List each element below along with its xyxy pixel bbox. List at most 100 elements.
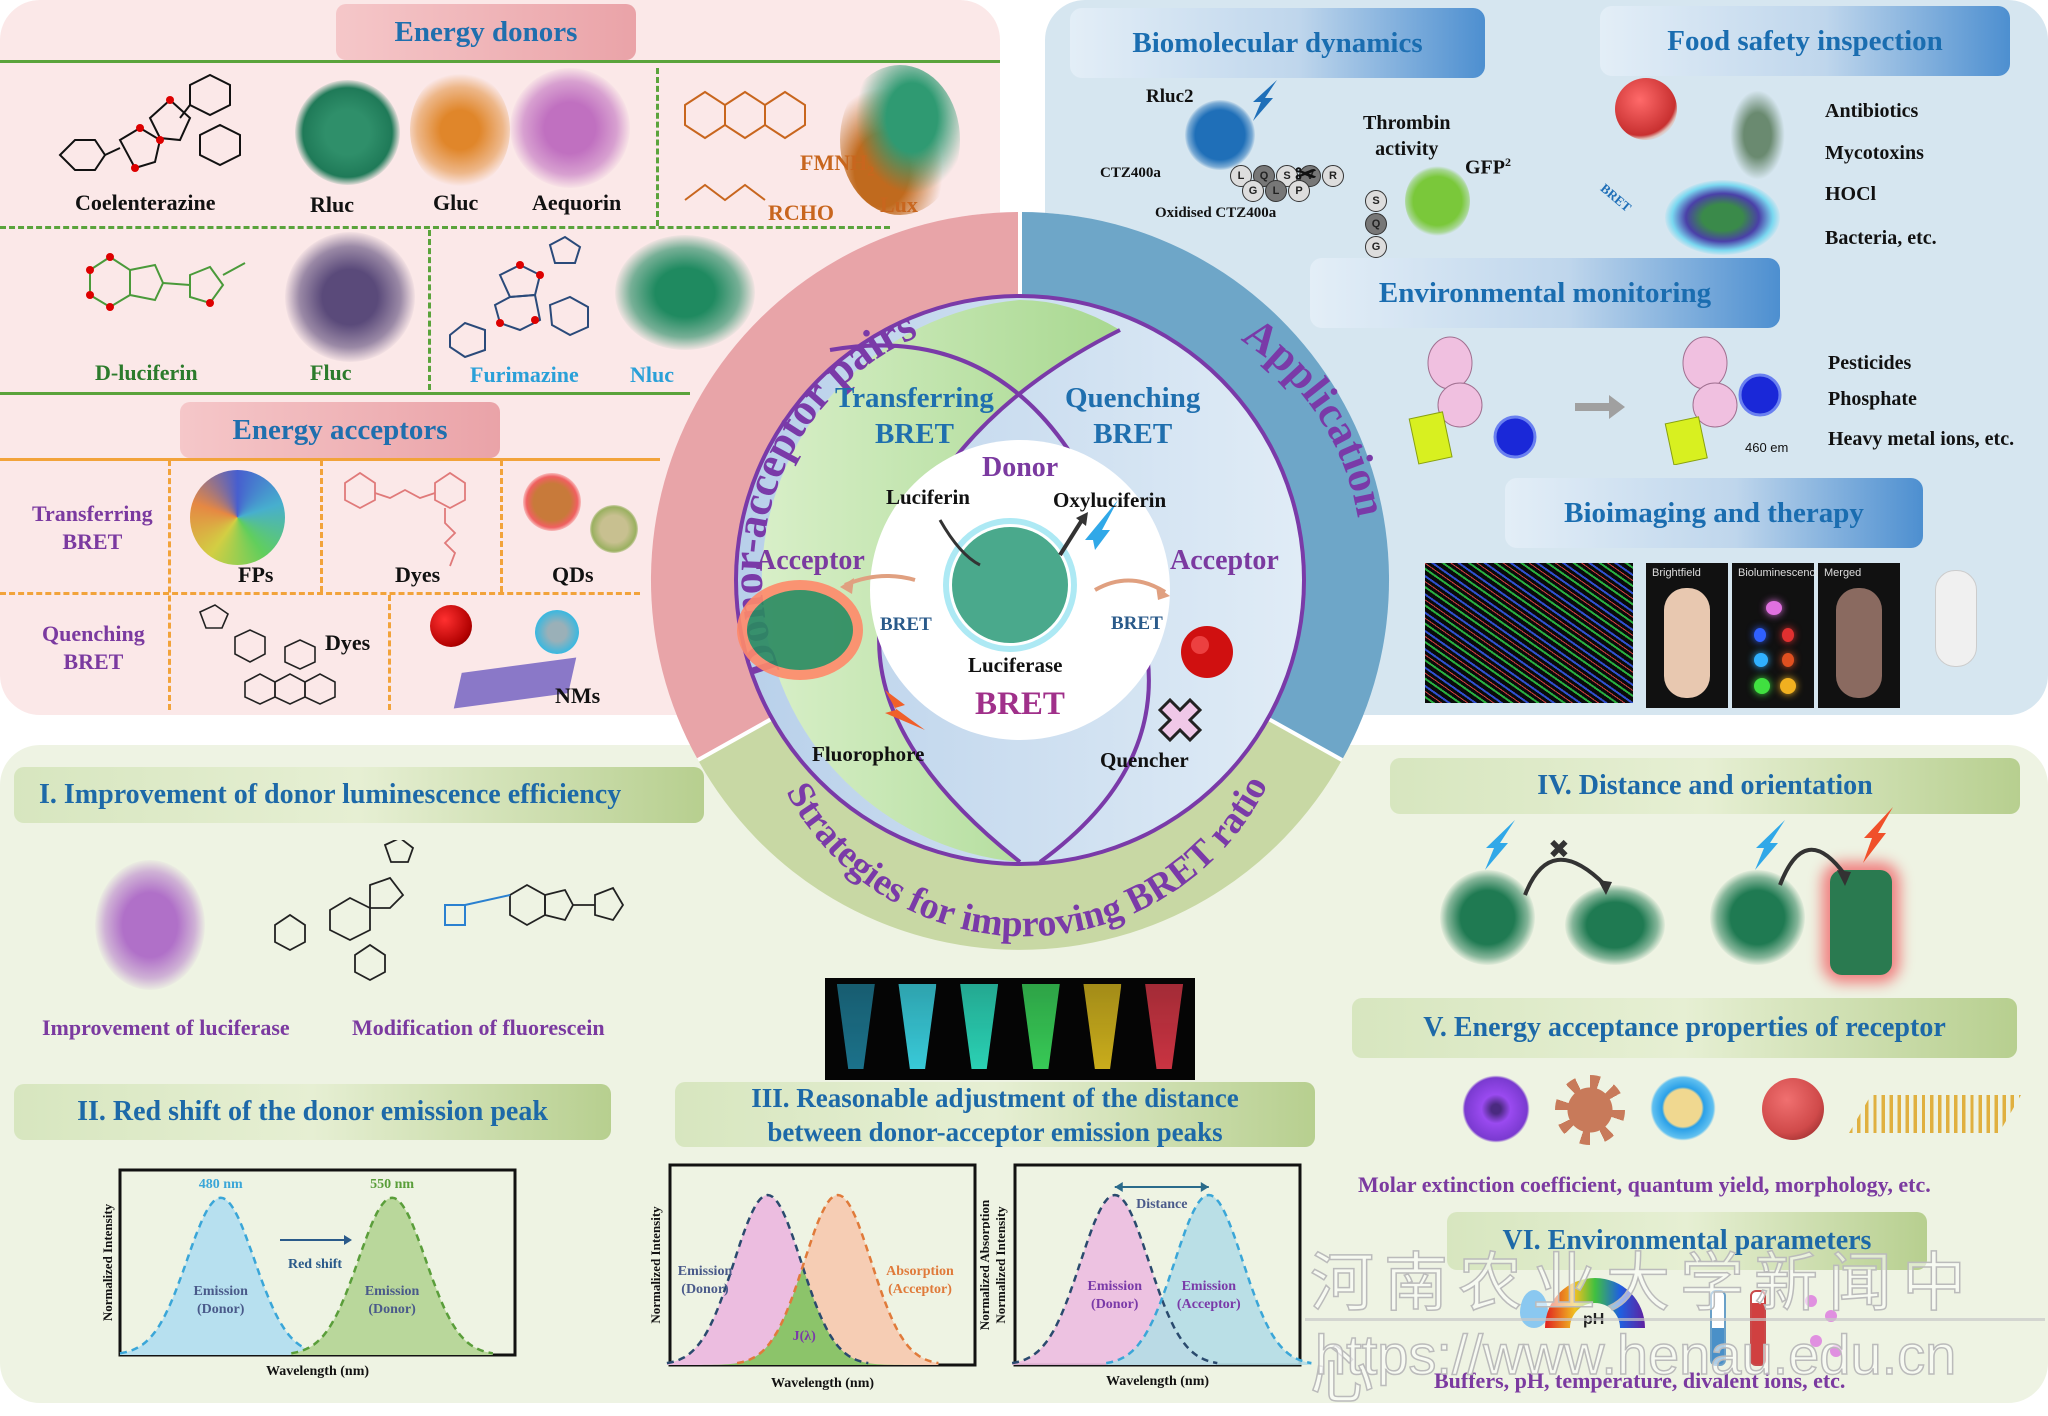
luciferin-label: Luciferin [886,485,970,509]
strategy-6-header: VI. Environmental parameters [1447,1212,1927,1270]
series-label: (Donor) [681,1282,729,1297]
water-drop-icon [1520,1290,1548,1328]
red-light-icon [1863,807,1893,863]
series-label: (Acceptor) [888,1282,952,1297]
ion-dot-icon [1810,1335,1822,1347]
environmental-monitoring-header: Environmental monitoring [1310,258,1780,328]
divider [500,460,503,592]
signal-spot [1766,601,1782,615]
svg-text:✖: ✖ [1548,835,1570,865]
arrow-head [1200,1182,1209,1192]
transfer-arrow-icon [1778,847,1851,886]
arrow-head [1114,1182,1123,1192]
series-area [291,1197,493,1355]
row-label-line: Quenching [42,621,145,646]
bioluminescence-image: Bioluminescence [1732,563,1821,708]
label-line: Quenching [1065,382,1201,414]
signal-spot [1754,653,1768,667]
scissors-icon: ✂ [1295,160,1317,189]
lux-protein-icon [840,65,960,215]
energy-donors-header: Energy donors [336,4,636,60]
amino-acid-bead: G [1365,236,1387,258]
glowing-tube [960,984,999,1069]
antibody-icon [1730,90,1785,180]
acceptor-right-label: Acceptor [1170,545,1279,576]
orange-light-icon [885,690,925,730]
y-axis-label: Normalized Intensity [993,1206,1008,1324]
quencher-label: Quencher [1100,748,1189,772]
acceptor-left-label: Acceptor [756,545,865,576]
energy-acceptors-header: Energy acceptors [180,402,500,458]
fullerene-icon [535,610,579,654]
donor-label-coelenterazine: Coelenterazine [75,190,216,215]
arrow-right-icon [1575,395,1625,419]
emission-460-label: 460 em [1745,440,1789,455]
divider [0,458,660,461]
divider [320,460,323,592]
signal-spot [1782,653,1794,667]
coelenterazine-structure-icon [58,73,241,172]
title-line: III. Reasonable adjustment of the distan… [751,1082,1239,1113]
blue-light-icon [1085,500,1118,550]
aptamer-bound-icon [1664,336,1782,465]
fmnh2-subscript: 2 [867,164,875,180]
brightfield-image: Brightfield [1646,563,1728,708]
fp-protein-icon [190,470,285,565]
lightning-icon [1253,80,1277,121]
x-axis-label: Wavelength (nm) [1106,1374,1209,1389]
overlap-area [666,1266,939,1365]
strategy-5-header: V. Energy acceptance properties of recep… [1352,998,2017,1058]
label-line: BRET [1093,418,1173,450]
glowing-tube [1145,984,1184,1069]
star-nanoparticle-icon [1555,1075,1625,1145]
env-item-pesticides: Pesticides [1828,352,1912,374]
donor-label-nluc: Nluc [630,362,674,387]
divider [0,226,890,229]
series-label: Emission [678,1264,733,1279]
gfp2-label: GFP2 [1465,155,1511,180]
liposome-icon [1650,1075,1716,1141]
divider [168,460,171,710]
mouse-body-icon [1836,588,1882,698]
acceptor-label-qds: QDs [552,562,594,587]
food-item-bacteria: Bacteria, etc. [1825,227,1937,249]
strategy-2-header: II. Red shift of the donor emission peak [14,1084,611,1140]
luciferase-protein-icon [952,527,1068,643]
panel-label: Bioluminescence [1738,567,1822,579]
signal-spot [1754,678,1770,694]
blocked-x-icon [1157,697,1203,743]
series-label: (Donor) [197,1302,245,1317]
quencher-dye-structure-icon [198,604,336,705]
thermometer-cold-icon [1710,1290,1726,1366]
signal-spot [1780,678,1796,694]
divider [656,68,659,226]
aequorin-protein-icon [510,68,630,188]
title-line: between donor-acceptor emission peaks [767,1116,1223,1147]
bret-center-label: BRET [975,686,1065,722]
y-axis-label: Normalized Intensity [100,1203,115,1321]
divider [0,592,640,595]
amino-acid-bead: R [1322,165,1344,187]
luciferin-analogues-structure-icon [274,840,625,982]
peak-label: 480 nm [199,1177,243,1192]
series-label: Emission [1088,1279,1143,1294]
biomolecular-dynamics-header: Biomolecular dynamics [1070,8,1485,78]
arrow-head [344,1235,352,1245]
gfp-text: GFP [1465,156,1505,179]
divider [0,392,690,395]
luciferase-label: Luciferase [968,653,1063,677]
food-safety-header: Food safety inspection [1600,6,2010,76]
thrombin-activity-label: Thrombin activity [1363,110,1450,162]
nanosheet-icon [1849,1095,2021,1133]
fluorescent-protein-glow-icon [1830,870,1892,975]
blocked-transfer-arrow-icon: ✖ [1523,835,1612,896]
merged-image: Merged [1818,563,1900,708]
series-area [1106,1195,1312,1365]
gfp2-protein-icon [1405,165,1470,237]
series-line [291,1196,494,1355]
rluc-protein-icon [295,80,400,185]
nluc-protein-icon [615,235,755,350]
strategy-4-header: IV. Distance and orientation [1390,758,2020,814]
